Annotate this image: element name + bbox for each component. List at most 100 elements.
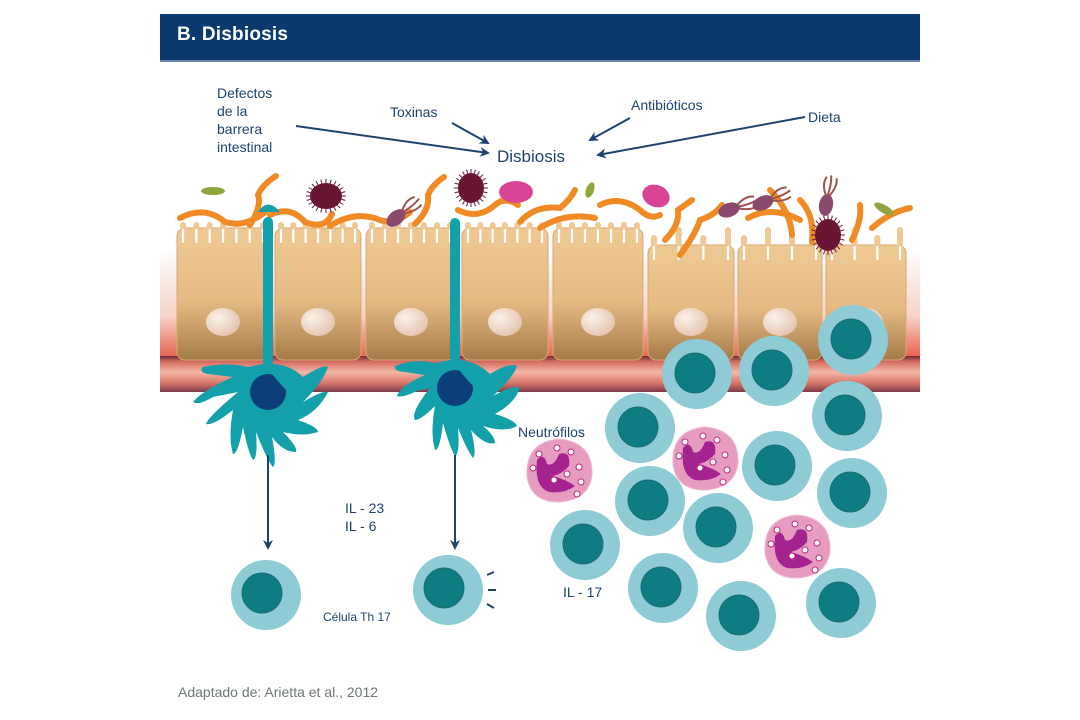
label-interleukins: IL - 23 IL - 6: [345, 499, 384, 535]
rod-bacterium: [455, 197, 521, 217]
lymphocyte: [742, 431, 812, 501]
granule: [713, 436, 721, 444]
epithelial-layer: [176, 222, 907, 361]
lymphocyte: [550, 510, 620, 580]
bacterium-green: [585, 182, 595, 198]
granule: [535, 450, 543, 458]
label-line: Defectos: [217, 85, 273, 101]
neutrophil-nucleus: [682, 441, 721, 481]
spiky-bacterium: [811, 215, 845, 255]
secretion-marks: [486, 571, 496, 609]
lymphocyte: [628, 553, 698, 623]
rod-bacterium: [412, 174, 447, 227]
label-line: de la: [217, 103, 248, 119]
epithelial-cell: [176, 222, 270, 361]
lymphocyte: [739, 336, 809, 406]
label-il6: IL - 6: [345, 518, 377, 534]
rod-bacterium: [849, 202, 864, 243]
rod-bacterium: [662, 197, 695, 243]
naive-t-cell: [231, 560, 301, 630]
granule: [719, 478, 727, 486]
granule: [681, 438, 689, 446]
cell-nucleus: [763, 308, 797, 336]
granule: [553, 444, 561, 452]
granule: [573, 490, 581, 498]
rod-bacterium: [267, 208, 335, 228]
arrow-toxins: [451, 122, 490, 144]
granule: [788, 552, 796, 560]
source-credit: Adaptado de: Arietta et al., 2012: [178, 684, 379, 700]
label-line: intestinal: [217, 139, 273, 155]
label-il17: IL - 17: [563, 584, 603, 600]
lymphocyte: [605, 393, 675, 463]
cell-nucleus: [206, 308, 240, 336]
granule: [815, 554, 823, 562]
epithelial-cell: [274, 222, 362, 361]
lymphocyte: [615, 466, 685, 536]
granule: [811, 566, 819, 574]
epithelial-cell: [365, 222, 457, 361]
granule: [813, 539, 821, 547]
granule: [675, 452, 683, 460]
granule: [767, 540, 775, 548]
granule: [791, 520, 799, 528]
neutrophil: [764, 514, 831, 579]
granule: [773, 526, 781, 534]
granule: [699, 432, 707, 440]
granule: [577, 478, 585, 486]
rod-bacterium: [797, 197, 816, 245]
lymphocyte: [662, 339, 732, 409]
cell-nucleus: [488, 308, 522, 336]
lymphocyte: [818, 305, 888, 375]
label-diet: Dieta: [808, 109, 841, 125]
granule: [529, 464, 537, 472]
rod-bacterium: [597, 198, 663, 220]
th17-cell: [413, 555, 496, 625]
bacterium-green: [201, 187, 225, 195]
granule: [805, 524, 813, 532]
section-title: B. Disbiosis: [177, 24, 289, 45]
bacterium-magenta: [499, 181, 533, 203]
rod-bacterium: [247, 173, 279, 228]
bacterium-green: [874, 202, 894, 216]
flagellated-bacterium: [818, 175, 838, 216]
neutrophil: [672, 426, 739, 491]
bacterium-magenta: [642, 184, 670, 208]
rod-bacterium: [745, 209, 803, 223]
granule: [709, 458, 717, 466]
label-neutrophils: Neutrófilos: [518, 424, 585, 440]
label-th17-cell: Célula Th 17: [323, 610, 391, 624]
label-il23: IL - 23: [345, 500, 385, 516]
lymphocyte: [817, 458, 887, 528]
lymphocyte: [706, 581, 776, 651]
dendritic-cell: [193, 204, 328, 467]
granule: [550, 476, 558, 484]
cell-nucleus: [394, 308, 428, 336]
epithelial-cell: [461, 222, 549, 361]
rod-bacterium: [537, 213, 598, 231]
dendritic-nucleus: [250, 374, 286, 410]
label-line: barrera: [217, 121, 263, 137]
section-header: B. Disbiosis: [160, 14, 920, 62]
granule: [563, 470, 571, 478]
neutrophil: [526, 438, 593, 503]
arrow-antibiotics: [588, 117, 631, 141]
rod-bacterium: [517, 187, 578, 225]
granule: [696, 464, 704, 472]
label-dysbiosis: Disbiosis: [497, 147, 566, 166]
arrow-barrier-defects: [295, 125, 490, 157]
granule: [723, 466, 731, 474]
cell-nucleus: [301, 308, 335, 336]
granule: [721, 451, 729, 459]
immune-cell-cluster: [526, 305, 888, 651]
epithelial-cell: [552, 222, 644, 361]
arrow-diet: [596, 116, 806, 159]
flagellated-bacterium: [752, 186, 792, 211]
rod-bacterium: [677, 202, 725, 258]
spiky-bacterium: [454, 169, 488, 207]
neutrophil-nucleus: [536, 453, 575, 493]
dendritic-nucleus: [437, 370, 473, 406]
label-toxins: Toxinas: [390, 104, 438, 120]
cell-nucleus: [581, 308, 615, 336]
